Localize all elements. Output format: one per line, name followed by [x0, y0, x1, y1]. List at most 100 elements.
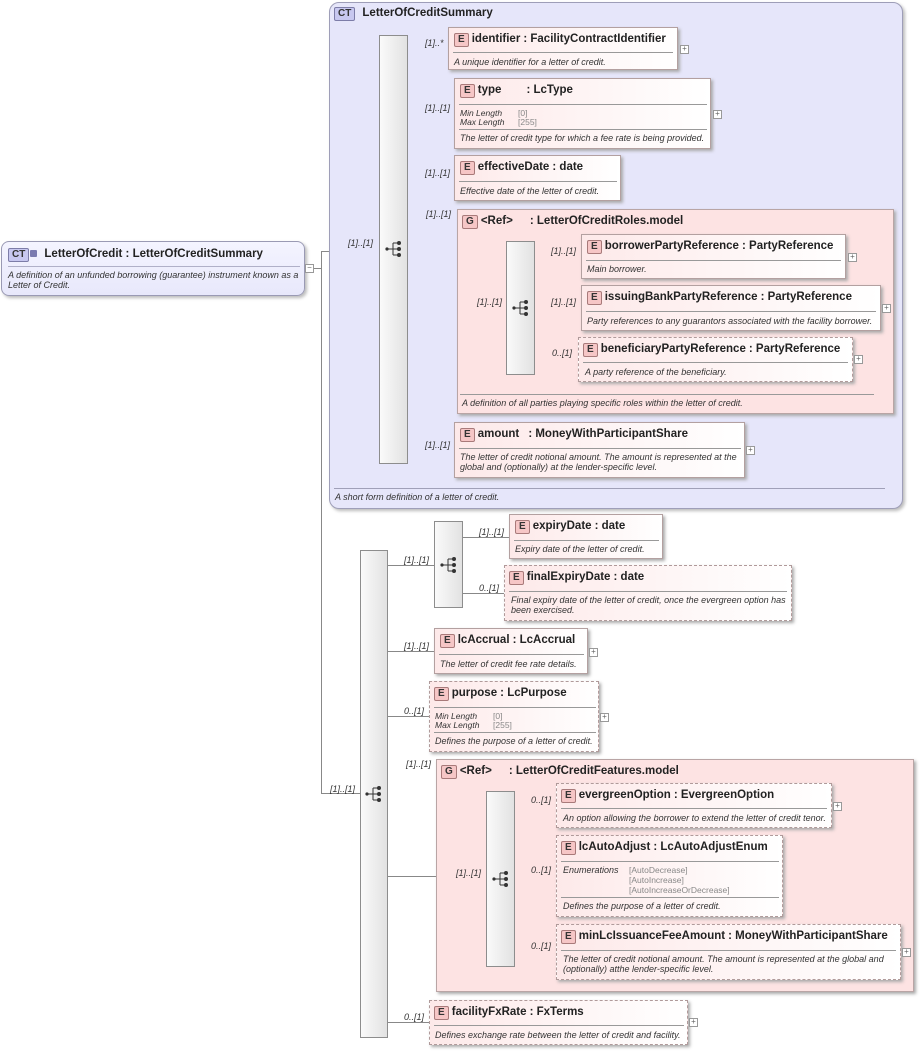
cardinality-label: [1]..[1] [551, 297, 577, 307]
sequence-icon [385, 241, 401, 257]
element-icon: E [587, 240, 602, 254]
cardinality-label: 0..[1] [404, 1012, 425, 1022]
element-type-name: : date [594, 520, 626, 532]
element-type-name: : PartyReference [742, 240, 834, 252]
element-expiryDate[interactable]: E expiryDate : date Expiry date of the l… [509, 514, 663, 559]
expand-icon[interactable]: + [689, 1018, 698, 1027]
root-title: LetterOfCredit : LetterOfCreditSummary [44, 248, 263, 260]
cardinality-label: [1]..[1] [425, 168, 451, 178]
root-element-box[interactable]: CT LetterOfCredit : LetterOfCreditSummar… [1, 241, 305, 296]
cardinality-label: [1]..[1] [425, 440, 451, 450]
element-minLcIssuanceFeeAmount[interactable]: E minLcIssuanceFeeAmount : MoneyWithPart… [556, 924, 901, 980]
divider [561, 861, 779, 862]
element-icon: E [561, 930, 576, 944]
sequence-icon [365, 786, 381, 802]
expand-icon[interactable]: + [746, 446, 755, 455]
cardinality-label: [1]..[1] [404, 555, 430, 565]
element-doc: An option allowing the borrower to exten… [563, 813, 826, 823]
facet-label: Min Length [460, 108, 503, 118]
element-name: finalExpiryDate [526, 571, 611, 583]
cardinality-label: [1]..[1] [330, 784, 356, 794]
root-header: CT LetterOfCredit : LetterOfCreditSummar… [8, 248, 263, 262]
element-type-name: : EvergreenOption [673, 789, 775, 801]
element-doc: Final expiry date of the letter of credi… [511, 595, 786, 615]
element-issuingBankPartyReference[interactable]: E issuingBankPartyReference : PartyRefer… [581, 285, 881, 331]
element-name: amount [477, 428, 520, 440]
element-doc: Defines the purpose of a letter of credi… [435, 736, 593, 746]
expand-icon[interactable]: + [600, 713, 609, 722]
element-type-name: : PartyReference [748, 343, 841, 355]
divider [439, 654, 584, 655]
enumerations-label: Enumerations [563, 865, 619, 875]
summary-header: CT LetterOfCreditSummary [334, 7, 493, 21]
facet-value: [255] [518, 117, 537, 127]
element-beneficiaryPartyReference[interactable]: E beneficiaryPartyReference : PartyRefer… [578, 337, 853, 382]
element-icon: E [587, 291, 602, 305]
element-icon: E [434, 1006, 449, 1020]
element-type-name: : date [552, 161, 584, 173]
element-doc: The letter of credit notional amount. Th… [460, 452, 737, 472]
expand-icon[interactable]: + [680, 45, 689, 54]
cardinality-label: [1]..[1] [479, 527, 505, 537]
summary-doc: A short form definition of a letter of c… [335, 492, 500, 502]
divider [460, 394, 874, 395]
element-lcAutoAdjust[interactable]: E lcAutoAdjust : LcAutoAdjustEnum Enumer… [556, 835, 783, 917]
element-name: identifier [471, 33, 521, 45]
divider [561, 950, 896, 951]
element-facilityFxRate[interactable]: E facilityFxRate : FxTerms Defines excha… [429, 1000, 688, 1045]
element-purpose[interactable]: E purpose : LcPurpose Min Length [0] Max… [429, 681, 599, 752]
expand-icon[interactable]: + [848, 253, 857, 262]
element-type-name: : MoneyWithParticipantShare [528, 428, 688, 440]
element-doc: A party reference of the beneficiary. [585, 367, 727, 377]
group-name: <Ref> [459, 765, 492, 777]
cardinality-label: [1]..[1] [425, 103, 451, 113]
element-doc: Defines exchange rate between the letter… [435, 1030, 681, 1040]
expand-icon[interactable]: + [713, 110, 722, 119]
divider [434, 707, 596, 708]
divider [434, 1025, 684, 1026]
element-icon: E [440, 634, 455, 648]
element-icon: E [561, 789, 576, 803]
attribute-marker-icon [30, 250, 38, 257]
element-evergreenOption[interactable]: E evergreenOption : EvergreenOption An o… [556, 783, 832, 828]
element-effectiveDate[interactable]: E effectiveDate : date Effective date of… [454, 155, 621, 201]
element-doc: The letter of credit fee rate details. [440, 659, 577, 669]
divider [453, 52, 673, 53]
group-doc: A definition of all parties playing spec… [462, 398, 743, 408]
group-type: : LetterOfCreditFeatures.model [508, 765, 679, 777]
divider [334, 488, 885, 489]
element-type-name: : LcAutoAdjustEnum [653, 841, 768, 853]
expand-icon[interactable]: + [589, 648, 598, 657]
complex-type-icon: CT [8, 248, 30, 262]
element-type-name: : date [613, 571, 645, 583]
element-type-name: : MoneyWithParticipantShare [728, 930, 888, 942]
cardinality-label: [1]..[1] [348, 238, 374, 248]
element-amount[interactable]: E amount : MoneyWithParticipantShare The… [454, 422, 745, 478]
element-finalExpiryDate[interactable]: E finalExpiryDate : date Final expiry da… [504, 565, 792, 621]
element-name: minLcIssuanceFeeAmount [578, 930, 726, 942]
expand-icon[interactable]: + [833, 802, 842, 811]
expand-icon[interactable]: + [854, 355, 863, 364]
cardinality-label: [1]..[1] [551, 246, 577, 256]
collapse-toggle-icon[interactable]: − [305, 264, 314, 273]
expand-icon[interactable]: + [902, 948, 911, 957]
element-lcAccrual[interactable]: E lcAccrual : LcAccrual The letter of cr… [434, 628, 588, 674]
element-doc: Main borrower. [587, 264, 647, 274]
element-name: lcAutoAdjust [578, 841, 651, 853]
element-identifier[interactable]: E identifier : FacilityContractIdentifie… [448, 27, 678, 70]
facet-value: [0] [518, 108, 528, 118]
element-name: effectiveDate [477, 161, 550, 173]
expand-icon[interactable]: + [882, 304, 891, 313]
element-doc: Effective date of the letter of credit. [460, 186, 600, 196]
element-name: beneficiaryPartyReference [600, 343, 746, 355]
element-name: borrowerPartyReference [604, 240, 739, 252]
element-borrowerPartyReference[interactable]: E borrowerPartyReference : PartyReferenc… [581, 234, 846, 279]
facet-label: Max Length [435, 720, 480, 730]
divider [561, 897, 779, 898]
element-name: type [477, 84, 502, 96]
element-type[interactable]: E type : LcType Min Length [0] Max Lengt… [454, 78, 711, 149]
cardinality-label: [1]..[1] [406, 759, 432, 769]
cardinality-label: [1]..[1] [426, 209, 452, 219]
element-name: facilityFxRate [451, 1006, 527, 1018]
cardinality-label: [1]..* [425, 38, 444, 48]
